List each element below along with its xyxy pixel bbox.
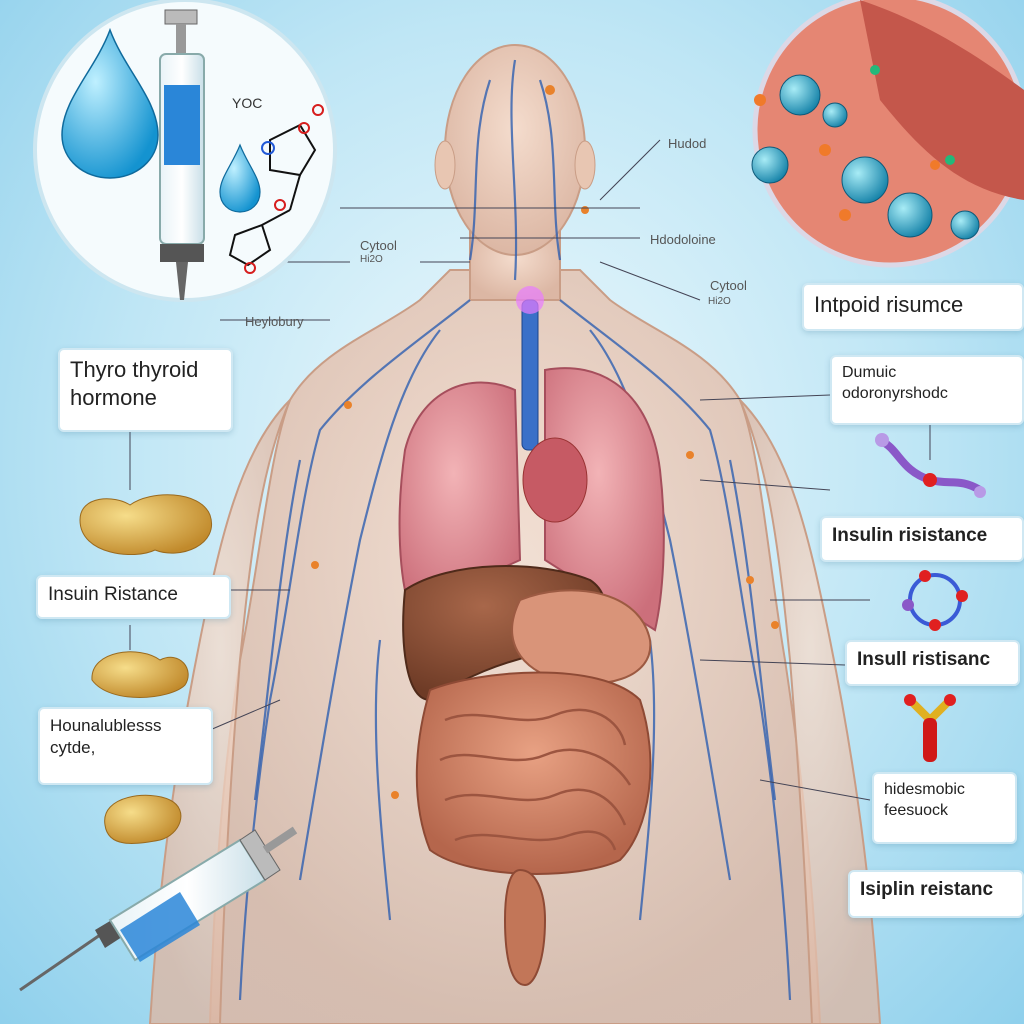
- box-insulin-right-1: Insulin risistance: [820, 516, 1024, 562]
- gland-beans: [79, 494, 213, 844]
- intestines: [415, 671, 652, 987]
- thyroid-line1: Thyro thyroid: [70, 357, 199, 382]
- stomach: [511, 589, 652, 685]
- right-ear: [574, 140, 596, 190]
- label-cytool-right: Cytool: [710, 278, 747, 293]
- syringe-vertical-icon: [159, 9, 205, 300]
- hounal-line2: cytde,: [50, 738, 96, 758]
- heart: [522, 437, 588, 523]
- box-insulin-right-2: Insull ristisanc: [845, 640, 1020, 686]
- box-hounal: Hounalublesss cytde,: [38, 707, 213, 785]
- cells: [751, 74, 980, 240]
- injection-inset: YOC: [33, 0, 337, 302]
- intpoid-text: Intpoid risumce: [814, 292, 964, 317]
- insulin-right-1-text: Insulin risistance: [832, 525, 988, 546]
- syringe-horizontal-icon: [19, 826, 298, 992]
- hides-line2: feesuock: [884, 801, 949, 819]
- thyroid-glow: [516, 286, 544, 314]
- box-insulin-left: Insuin Ristance: [36, 575, 231, 619]
- box-hidesmobic: hidesmobic feesuock: [872, 772, 1017, 844]
- label-cytool-left-sub: Hi2O: [360, 254, 383, 265]
- orange-dots: [311, 85, 779, 799]
- tissue-inset: [751, 0, 1024, 268]
- molecule-icons: [875, 433, 986, 762]
- small-drop-icon: [219, 143, 261, 213]
- box-isiplin: Isiplin reistanc: [848, 870, 1024, 918]
- label-cytool-left: Cytool: [360, 238, 397, 253]
- dumuic-line2: odoronyrshodc: [842, 384, 948, 402]
- molecule-structure-icon: [228, 104, 324, 274]
- formula-text: YOC: [232, 95, 262, 111]
- label-cytool-right-sub: Hi2O: [708, 296, 731, 307]
- box-dumuic: Dumuic odoronyrshodc: [830, 355, 1024, 425]
- large-drop-icon: [61, 27, 159, 179]
- pointer-lines: [129, 139, 931, 801]
- label-heylobury: Heylobury: [245, 314, 304, 329]
- box-thyroid-hormone: Thyro thyroid hormone: [58, 348, 233, 432]
- insulin-left-text: Insuin Ristance: [48, 584, 178, 605]
- label-hdodoloine: Hdodoloine: [650, 232, 716, 247]
- left-ear: [434, 140, 456, 190]
- trachea: [521, 299, 539, 451]
- hounal-line1: Hounalublesss: [50, 716, 162, 735]
- label-hudod: Hudod: [668, 136, 707, 151]
- insulin-right-2-text: Insull ristisanc: [857, 649, 991, 670]
- box-intpoid: Intpoid risumce: [802, 283, 1024, 331]
- isiplin-text: Isiplin reistanc: [860, 879, 994, 900]
- left-arm: [148, 399, 291, 1024]
- dumuic-line1: Dumuic: [842, 364, 897, 381]
- thyroid-line2: hormone: [70, 384, 157, 410]
- right-lung: [544, 367, 665, 632]
- right-arm: [739, 399, 882, 1024]
- hides-line1: hidesmobic: [884, 781, 965, 798]
